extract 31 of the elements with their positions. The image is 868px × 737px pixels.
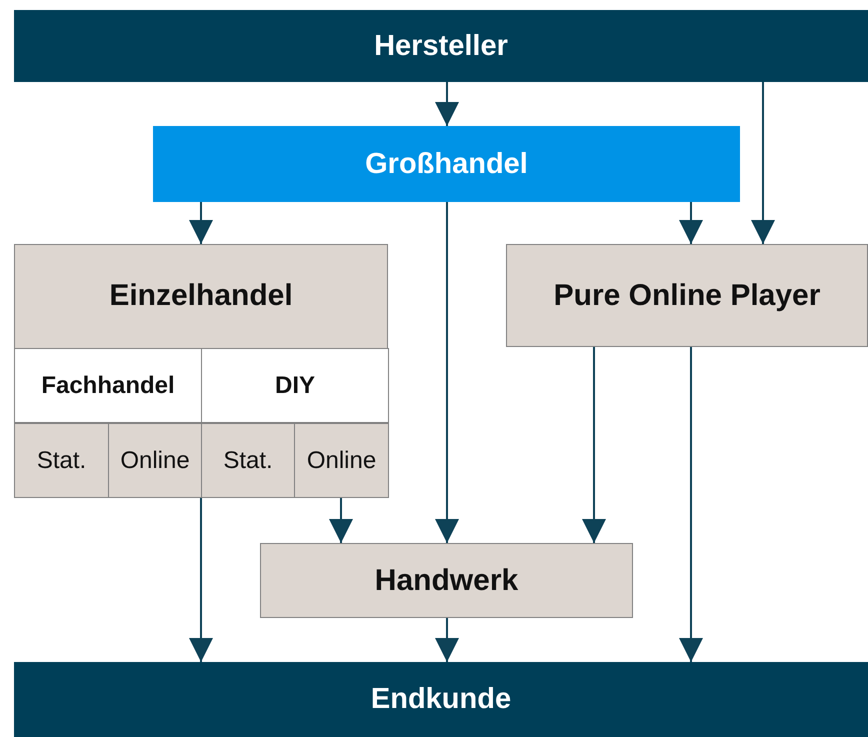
arrow bbox=[189, 498, 213, 662]
node-label: Hersteller bbox=[374, 30, 508, 62]
cell-label: DIY bbox=[274, 372, 315, 400]
band bbox=[14, 10, 868, 82]
arrow bbox=[329, 498, 353, 543]
arrow bbox=[751, 82, 775, 244]
arrow bbox=[679, 202, 703, 244]
cell-label: Stat. bbox=[36, 446, 86, 474]
cell-label: Stat. bbox=[223, 446, 273, 474]
node-label: Einzelhandel bbox=[109, 279, 293, 313]
process-box bbox=[260, 543, 633, 618]
wholesale-box bbox=[153, 126, 740, 202]
arrow bbox=[189, 202, 213, 244]
table-cell bbox=[294, 423, 389, 498]
node-label: Endkunde bbox=[370, 683, 512, 716]
cell-label: Online bbox=[120, 446, 190, 474]
cell-label: Online bbox=[306, 446, 376, 474]
arrow bbox=[435, 82, 459, 126]
arrow bbox=[435, 202, 459, 543]
cell-label: Fachhandel bbox=[41, 372, 175, 400]
node-label: Pure Online Player bbox=[554, 278, 820, 312]
node-label: Großhandel bbox=[365, 148, 528, 180]
arrow bbox=[582, 347, 606, 543]
header-cell bbox=[201, 348, 389, 423]
group-box bbox=[14, 244, 388, 498]
process-box bbox=[506, 244, 868, 347]
arrow bbox=[435, 618, 459, 662]
node-label: Handwerk bbox=[374, 564, 518, 598]
arrow bbox=[679, 347, 703, 662]
header-cell bbox=[14, 348, 202, 423]
band bbox=[14, 662, 868, 737]
